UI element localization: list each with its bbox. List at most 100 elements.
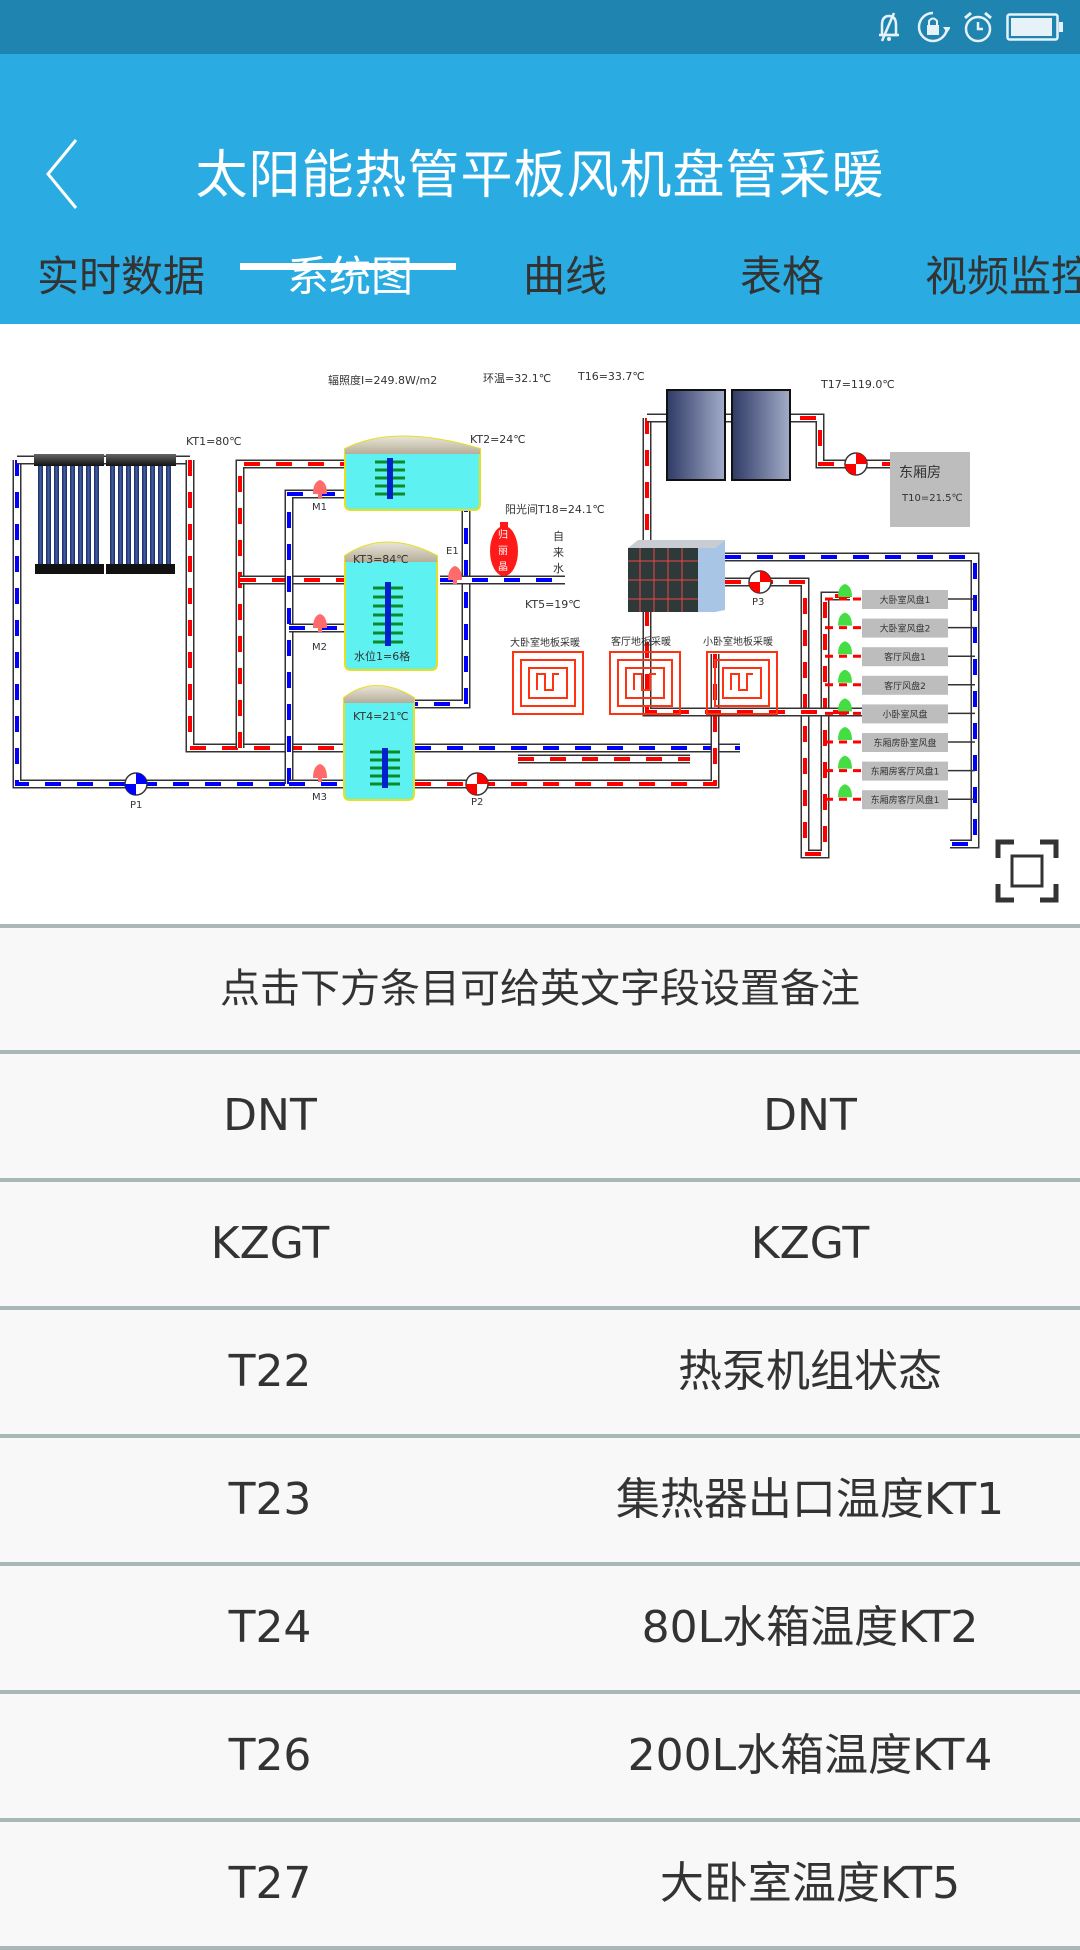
fan-coil-unit[interactable]: 客厅风盘1 xyxy=(825,641,975,667)
tab-video-monitor[interactable]: 视频监控 xyxy=(925,252,1080,301)
floor-heating-label-2: 客厅地板采暖 xyxy=(611,635,671,648)
pump-p1[interactable] xyxy=(124,772,148,796)
tab-bar: 实时数据 系统图 曲线 表格 视频监控 xyxy=(0,229,1080,324)
pipes xyxy=(12,413,980,859)
pump-p3[interactable] xyxy=(748,570,772,594)
valve-m3-label: M3 xyxy=(312,792,327,803)
rotation-lock-icon xyxy=(916,10,950,44)
valve-m3[interactable] xyxy=(313,764,327,782)
fullscreen-button[interactable] xyxy=(992,836,1062,906)
divider xyxy=(0,1178,1080,1182)
fan-coil-box xyxy=(862,704,948,724)
field-name-cell: DNT xyxy=(223,1090,317,1141)
fan-coil-label: 东厢房客厅风盘1 xyxy=(871,794,940,806)
pump-p2-label: P2 xyxy=(471,797,483,808)
kt1-label: KT1=80℃ xyxy=(186,435,242,448)
fan-coil-label: 客厅风盘2 xyxy=(884,680,926,692)
fan-coil-valve-icon xyxy=(838,698,852,712)
heat-pump-unit xyxy=(628,540,725,612)
fan-coil-box xyxy=(862,675,948,695)
fan-coil-box xyxy=(862,733,948,752)
pump-east-room[interactable] xyxy=(844,452,868,476)
fan-coil-label: 大卧室风盘2 xyxy=(880,623,931,635)
kt2-label: KT2=24℃ xyxy=(470,433,526,446)
valve-e1[interactable] xyxy=(448,566,462,584)
tap-water-char-2: 来 xyxy=(553,546,564,559)
table-row[interactable]: KZGT KZGT xyxy=(0,1182,1080,1306)
fan-coil-box xyxy=(862,790,948,810)
flat-plate-collector xyxy=(666,389,791,481)
kt4-label: KT4=21℃ xyxy=(353,710,409,723)
divider xyxy=(0,1690,1080,1694)
system-diagram: 大卧室风盘1 大卧室风盘2 客厅风盘1 客厅风盘2 小卧室风盘东厢房卧室风盘东厢房客厅风… xyxy=(0,324,1080,924)
kt5-label: KT5=19℃ xyxy=(525,598,581,611)
fan-coil-unit[interactable]: 大卧室风盘2 xyxy=(825,612,975,638)
divider xyxy=(0,1434,1080,1438)
status-bar xyxy=(0,0,1080,54)
fan-coil-label: 东厢房客厅风盘1 xyxy=(871,766,940,778)
system-diagram-svg: 大卧室风盘1 大卧室风盘2 客厅风盘1 客厅风盘2 小卧室风盘东厢房卧室风盘东厢房客厅风… xyxy=(12,370,980,859)
tab-system-diagram[interactable]: 系统图 xyxy=(287,252,414,301)
divider xyxy=(0,1306,1080,1310)
fan-coil-unit[interactable]: 东厢房客厅风盘1 xyxy=(825,755,975,781)
fan-coil-box xyxy=(862,618,948,638)
divider xyxy=(0,1818,1080,1822)
page-title: 太阳能热管平板风机盘管采暖 xyxy=(0,146,1080,206)
tab-realtime-data[interactable]: 实时数据 xyxy=(37,252,206,301)
divider xyxy=(0,1050,1080,1054)
divider xyxy=(0,1946,1080,1950)
sunroom-label: 阳光间T18=24.1℃ xyxy=(505,502,605,516)
field-remark-cell: KZGT xyxy=(750,1218,870,1269)
fan-coil-unit[interactable]: 小卧室风盘 xyxy=(825,698,975,724)
tab-table[interactable]: 表格 xyxy=(740,252,825,301)
app-bar: 太阳能热管平板风机盘管采暖 实时数据 系统图 曲线 表格 视频监控 xyxy=(0,54,1080,324)
fan-coil-units: 大卧室风盘1 大卧室风盘2 客厅风盘1 客厅风盘2 小卧室风盘东厢房卧室风盘东厢房客厅风… xyxy=(825,584,975,810)
t16-label: T16=33.7℃ xyxy=(577,370,645,383)
fan-coil-unit[interactable]: 大卧室风盘1 xyxy=(825,584,975,609)
pump-p1-label: P1 xyxy=(130,800,142,811)
tab-active-indicator xyxy=(240,263,456,270)
back-button[interactable] xyxy=(40,134,90,214)
tank-kt3 xyxy=(344,541,438,671)
valve-m1[interactable] xyxy=(313,480,327,498)
expansion-tank xyxy=(490,522,518,576)
valve-m2[interactable] xyxy=(313,614,327,632)
field-name-cell: KZGT xyxy=(210,1218,330,1269)
fan-coil-unit[interactable]: 东厢房客厅风盘1 xyxy=(825,784,975,810)
battery-icon xyxy=(1006,13,1064,41)
fan-coil-unit[interactable]: 东厢房卧室风盘 xyxy=(825,727,975,752)
pump-p2[interactable] xyxy=(465,772,489,796)
evacuated-tube-collector xyxy=(34,454,176,574)
ambient-temp-label: 环温=32.1℃ xyxy=(483,372,551,385)
field-remark-cell: 80L水箱温度KT2 xyxy=(641,1602,979,1653)
bell-muted-icon xyxy=(874,11,904,43)
fan-coil-valve-icon xyxy=(838,669,852,683)
fan-coil-unit[interactable]: 客厅风盘2 xyxy=(825,669,975,695)
floor-heating-label-3: 小卧室地板采暖 xyxy=(703,635,773,648)
t17-label: T17=119.0℃ xyxy=(820,378,895,391)
field-remark-cell: 200L水箱温度KT4 xyxy=(627,1730,993,1781)
pump-p3-label: P3 xyxy=(752,597,764,608)
alarm-clock-icon xyxy=(962,10,994,44)
expansion-tank-char-3: 晶 xyxy=(498,561,508,573)
fan-coil-box xyxy=(862,590,948,609)
fan-coil-label: 东厢房卧室风盘 xyxy=(873,737,936,749)
fan-coil-valve-icon xyxy=(838,755,852,769)
tab-curve[interactable]: 曲线 xyxy=(523,252,608,301)
irradiance-label: 辐照度I=249.8W/m2 xyxy=(328,373,437,387)
valve-m2-label: M2 xyxy=(312,642,327,653)
tank-kt4 xyxy=(343,685,415,801)
field-remark-cell: 热泵机组状态 xyxy=(678,1346,942,1397)
page-title-text: 太阳能热管平板风机盘管采暖 xyxy=(195,146,885,206)
fan-coil-label: 客厅风盘1 xyxy=(884,651,926,663)
fan-coil-label: 小卧室风盘 xyxy=(882,708,927,720)
fan-coil-valve-icon xyxy=(838,584,852,597)
east-room-label: 东厢房 xyxy=(899,465,941,481)
